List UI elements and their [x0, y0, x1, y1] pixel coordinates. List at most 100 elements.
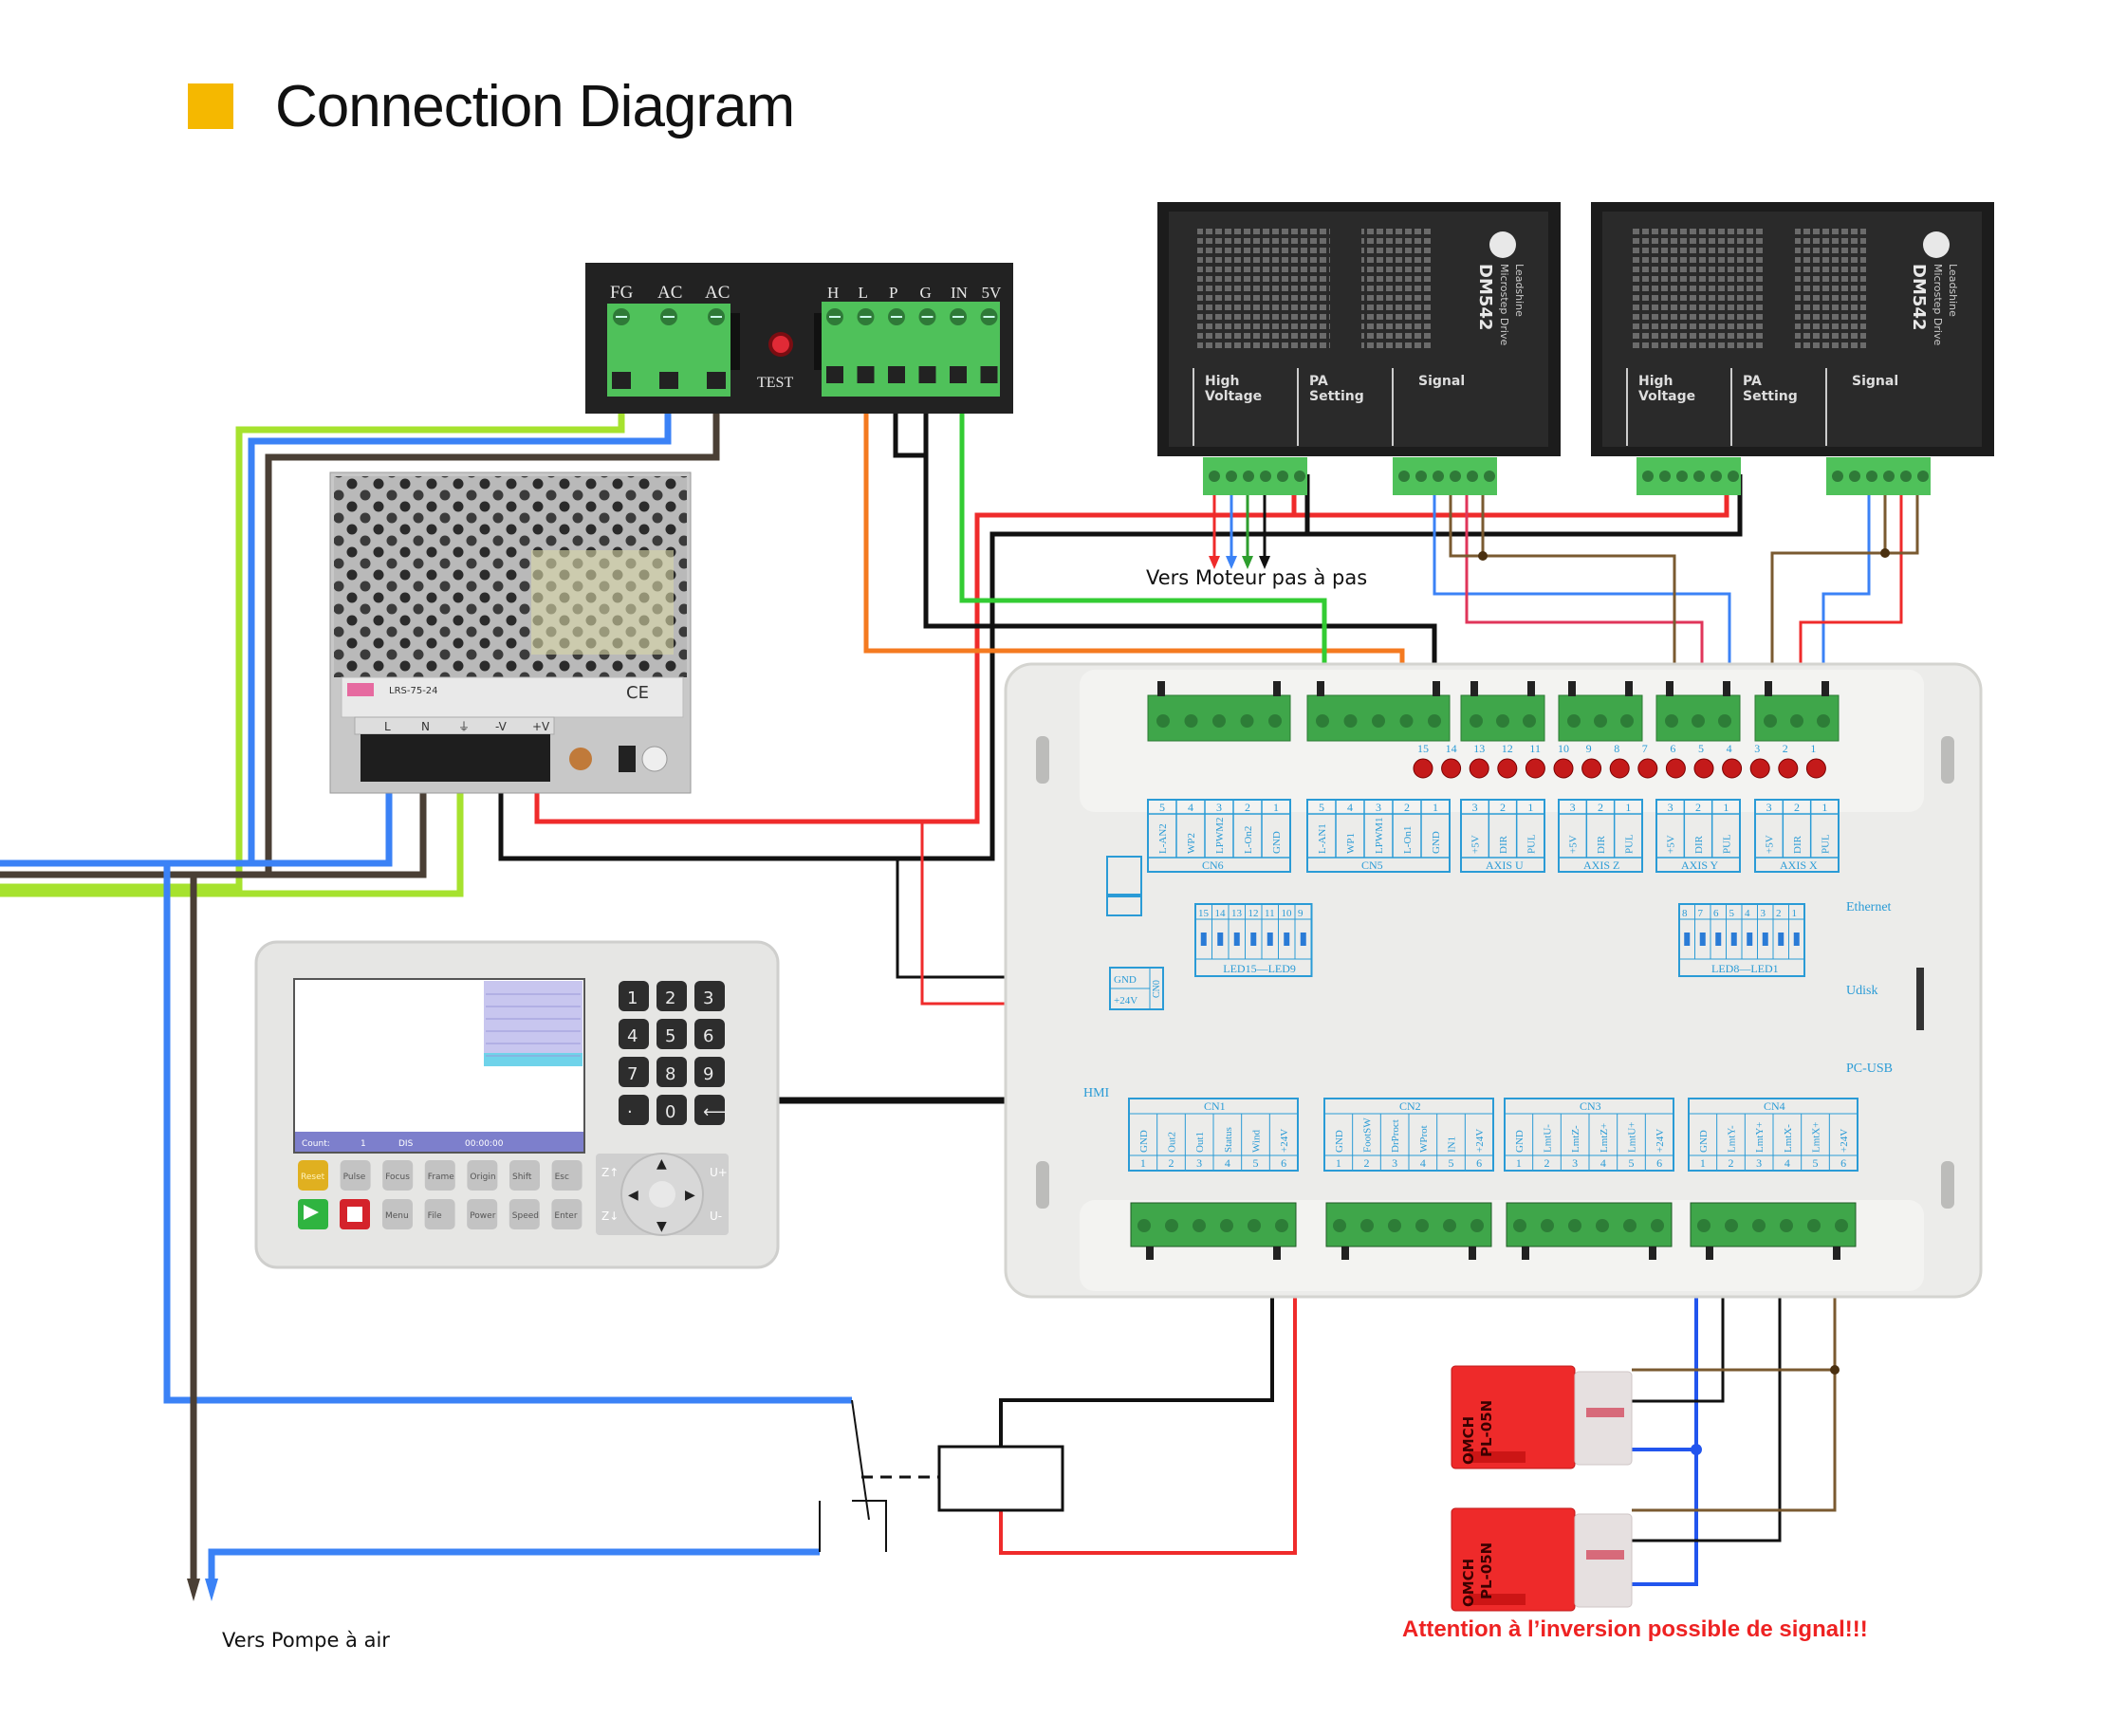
terminal-screw[interactable]: [1428, 714, 1441, 728]
terminal-screw[interactable]: [1710, 471, 1722, 482]
terminal-screw[interactable]: [1137, 1219, 1151, 1232]
hmi-arrow-up[interactable]: ▲: [656, 1156, 667, 1172]
terminal-screw[interactable]: [1226, 471, 1237, 482]
terminal-screw[interactable]: [1248, 1219, 1261, 1232]
terminal-screw[interactable]: [1243, 471, 1254, 482]
hmi-center-button[interactable]: [649, 1181, 675, 1208]
terminal-screw[interactable]: [1333, 1219, 1346, 1232]
hmi-key-frame[interactable]: [424, 1160, 455, 1191]
terminal-screw[interactable]: [1260, 471, 1271, 482]
hmi-keypad-backspace[interactable]: [694, 1095, 725, 1125]
hmi-axis-key[interactable]: Z↓: [601, 1210, 619, 1223]
hmi-keypad-dot[interactable]: [619, 1095, 649, 1125]
terminal-screw[interactable]: [1725, 1219, 1738, 1232]
hmi-key-menu[interactable]: [382, 1199, 413, 1229]
hmi-keypad-3[interactable]: [694, 981, 725, 1011]
terminal-screw[interactable]: [1659, 471, 1671, 482]
hmi-axis-key[interactable]: U+: [710, 1166, 728, 1179]
terminal-screw[interactable]: [1620, 714, 1634, 728]
terminal-screw[interactable]: [1866, 471, 1877, 482]
terminal-screw[interactable]: [1718, 714, 1731, 728]
terminal-screw[interactable]: [1399, 714, 1414, 728]
laser-psu-terminal[interactable]: [707, 372, 726, 389]
terminal-screw[interactable]: [1496, 714, 1509, 728]
terminal-screw[interactable]: [1832, 471, 1843, 482]
terminal-screw[interactable]: [1900, 471, 1912, 482]
terminal-screw[interactable]: [1728, 471, 1739, 482]
terminal-screw[interactable]: [1294, 471, 1305, 482]
hmi-keypad-8[interactable]: [656, 1057, 687, 1087]
terminal-screw[interactable]: [1277, 471, 1288, 482]
hmi-keypad-7[interactable]: [619, 1057, 649, 1087]
hmi-key-file[interactable]: [424, 1199, 455, 1229]
hmi-key-reset[interactable]: [298, 1160, 328, 1191]
terminal-screw[interactable]: [1240, 714, 1254, 728]
terminal-screw[interactable]: [1443, 1219, 1456, 1232]
terminal-screw[interactable]: [1817, 714, 1830, 728]
hmi-keypad-2[interactable]: [656, 981, 687, 1011]
terminal-screw[interactable]: [1275, 1219, 1288, 1232]
terminal-screw[interactable]: [1388, 1219, 1401, 1232]
hmi-arrow-left[interactable]: ◀: [628, 1188, 638, 1203]
terminal-screw[interactable]: [1692, 714, 1705, 728]
terminal-screw[interactable]: [1594, 714, 1607, 728]
terminal-screw[interactable]: [1780, 1219, 1793, 1232]
terminal-screw[interactable]: [1470, 714, 1483, 728]
terminal-screw[interactable]: [1398, 471, 1410, 482]
terminal-screw[interactable]: [1693, 471, 1705, 482]
terminal-screw[interactable]: [1372, 714, 1385, 728]
terminal-screw[interactable]: [1568, 1219, 1581, 1232]
laser-psu-terminal[interactable]: [888, 366, 905, 383]
test-button[interactable]: [772, 336, 789, 353]
terminal-screw[interactable]: [1665, 714, 1678, 728]
hmi-keypad-6[interactable]: [694, 1019, 725, 1049]
laser-psu-terminal[interactable]: [612, 372, 631, 389]
hmi-keypad-4[interactable]: [619, 1019, 649, 1049]
laser-psu-terminal[interactable]: [826, 366, 843, 383]
terminal-screw[interactable]: [1623, 1219, 1636, 1232]
terminal-screw[interactable]: [1433, 471, 1444, 482]
terminal-screw[interactable]: [1541, 1219, 1554, 1232]
laser-psu-terminal[interactable]: [950, 366, 967, 383]
terminal-screw[interactable]: [1764, 714, 1777, 728]
terminal-screw[interactable]: [1184, 714, 1198, 728]
terminal-screw[interactable]: [1752, 1219, 1766, 1232]
terminal-screw[interactable]: [1220, 1219, 1233, 1232]
hmi-key-origin[interactable]: [467, 1160, 498, 1191]
hmi-key-power[interactable]: [467, 1199, 498, 1229]
terminal-screw[interactable]: [1676, 471, 1688, 482]
terminal-screw[interactable]: [1450, 471, 1461, 482]
terminal-screw[interactable]: [1212, 714, 1226, 728]
terminal-screw[interactable]: [1209, 471, 1220, 482]
hmi-key-enter[interactable]: [551, 1199, 582, 1229]
terminal-screw[interactable]: [1165, 1219, 1178, 1232]
hmi-arrow-right[interactable]: ▶: [685, 1188, 695, 1203]
terminal-screw[interactable]: [1849, 471, 1860, 482]
hmi-key-speed[interactable]: [509, 1199, 540, 1229]
hmi-keypad-1[interactable]: [619, 981, 649, 1011]
terminal-screw[interactable]: [1343, 714, 1358, 728]
terminal-screw[interactable]: [1193, 1219, 1206, 1232]
laser-psu-terminal[interactable]: [980, 366, 998, 383]
hmi-keypad-0[interactable]: [656, 1095, 687, 1125]
hmi-key-pulse[interactable]: [340, 1160, 371, 1191]
terminal-screw[interactable]: [1567, 714, 1581, 728]
terminal-screw[interactable]: [1523, 714, 1536, 728]
terminal-screw[interactable]: [1790, 714, 1803, 728]
udisk-slot[interactable]: [1916, 968, 1924, 1030]
hmi-key-esc[interactable]: [551, 1160, 582, 1191]
terminal-screw[interactable]: [1917, 471, 1929, 482]
terminal-screw[interactable]: [1883, 471, 1895, 482]
terminal-screw[interactable]: [1513, 1219, 1526, 1232]
terminal-screw[interactable]: [1268, 714, 1282, 728]
hmi-keypad-5[interactable]: [656, 1019, 687, 1049]
terminal-screw[interactable]: [1360, 1219, 1374, 1232]
terminal-screw[interactable]: [1156, 714, 1170, 728]
hmi-key-shift[interactable]: [509, 1160, 540, 1191]
laser-psu-terminal[interactable]: [659, 372, 678, 389]
hmi-key-focus[interactable]: [382, 1160, 414, 1191]
hmi-axis-key[interactable]: Z↑: [601, 1166, 619, 1179]
laser-psu-terminal[interactable]: [918, 366, 936, 383]
terminal-screw[interactable]: [1642, 471, 1654, 482]
terminal-screw[interactable]: [1697, 1219, 1710, 1232]
